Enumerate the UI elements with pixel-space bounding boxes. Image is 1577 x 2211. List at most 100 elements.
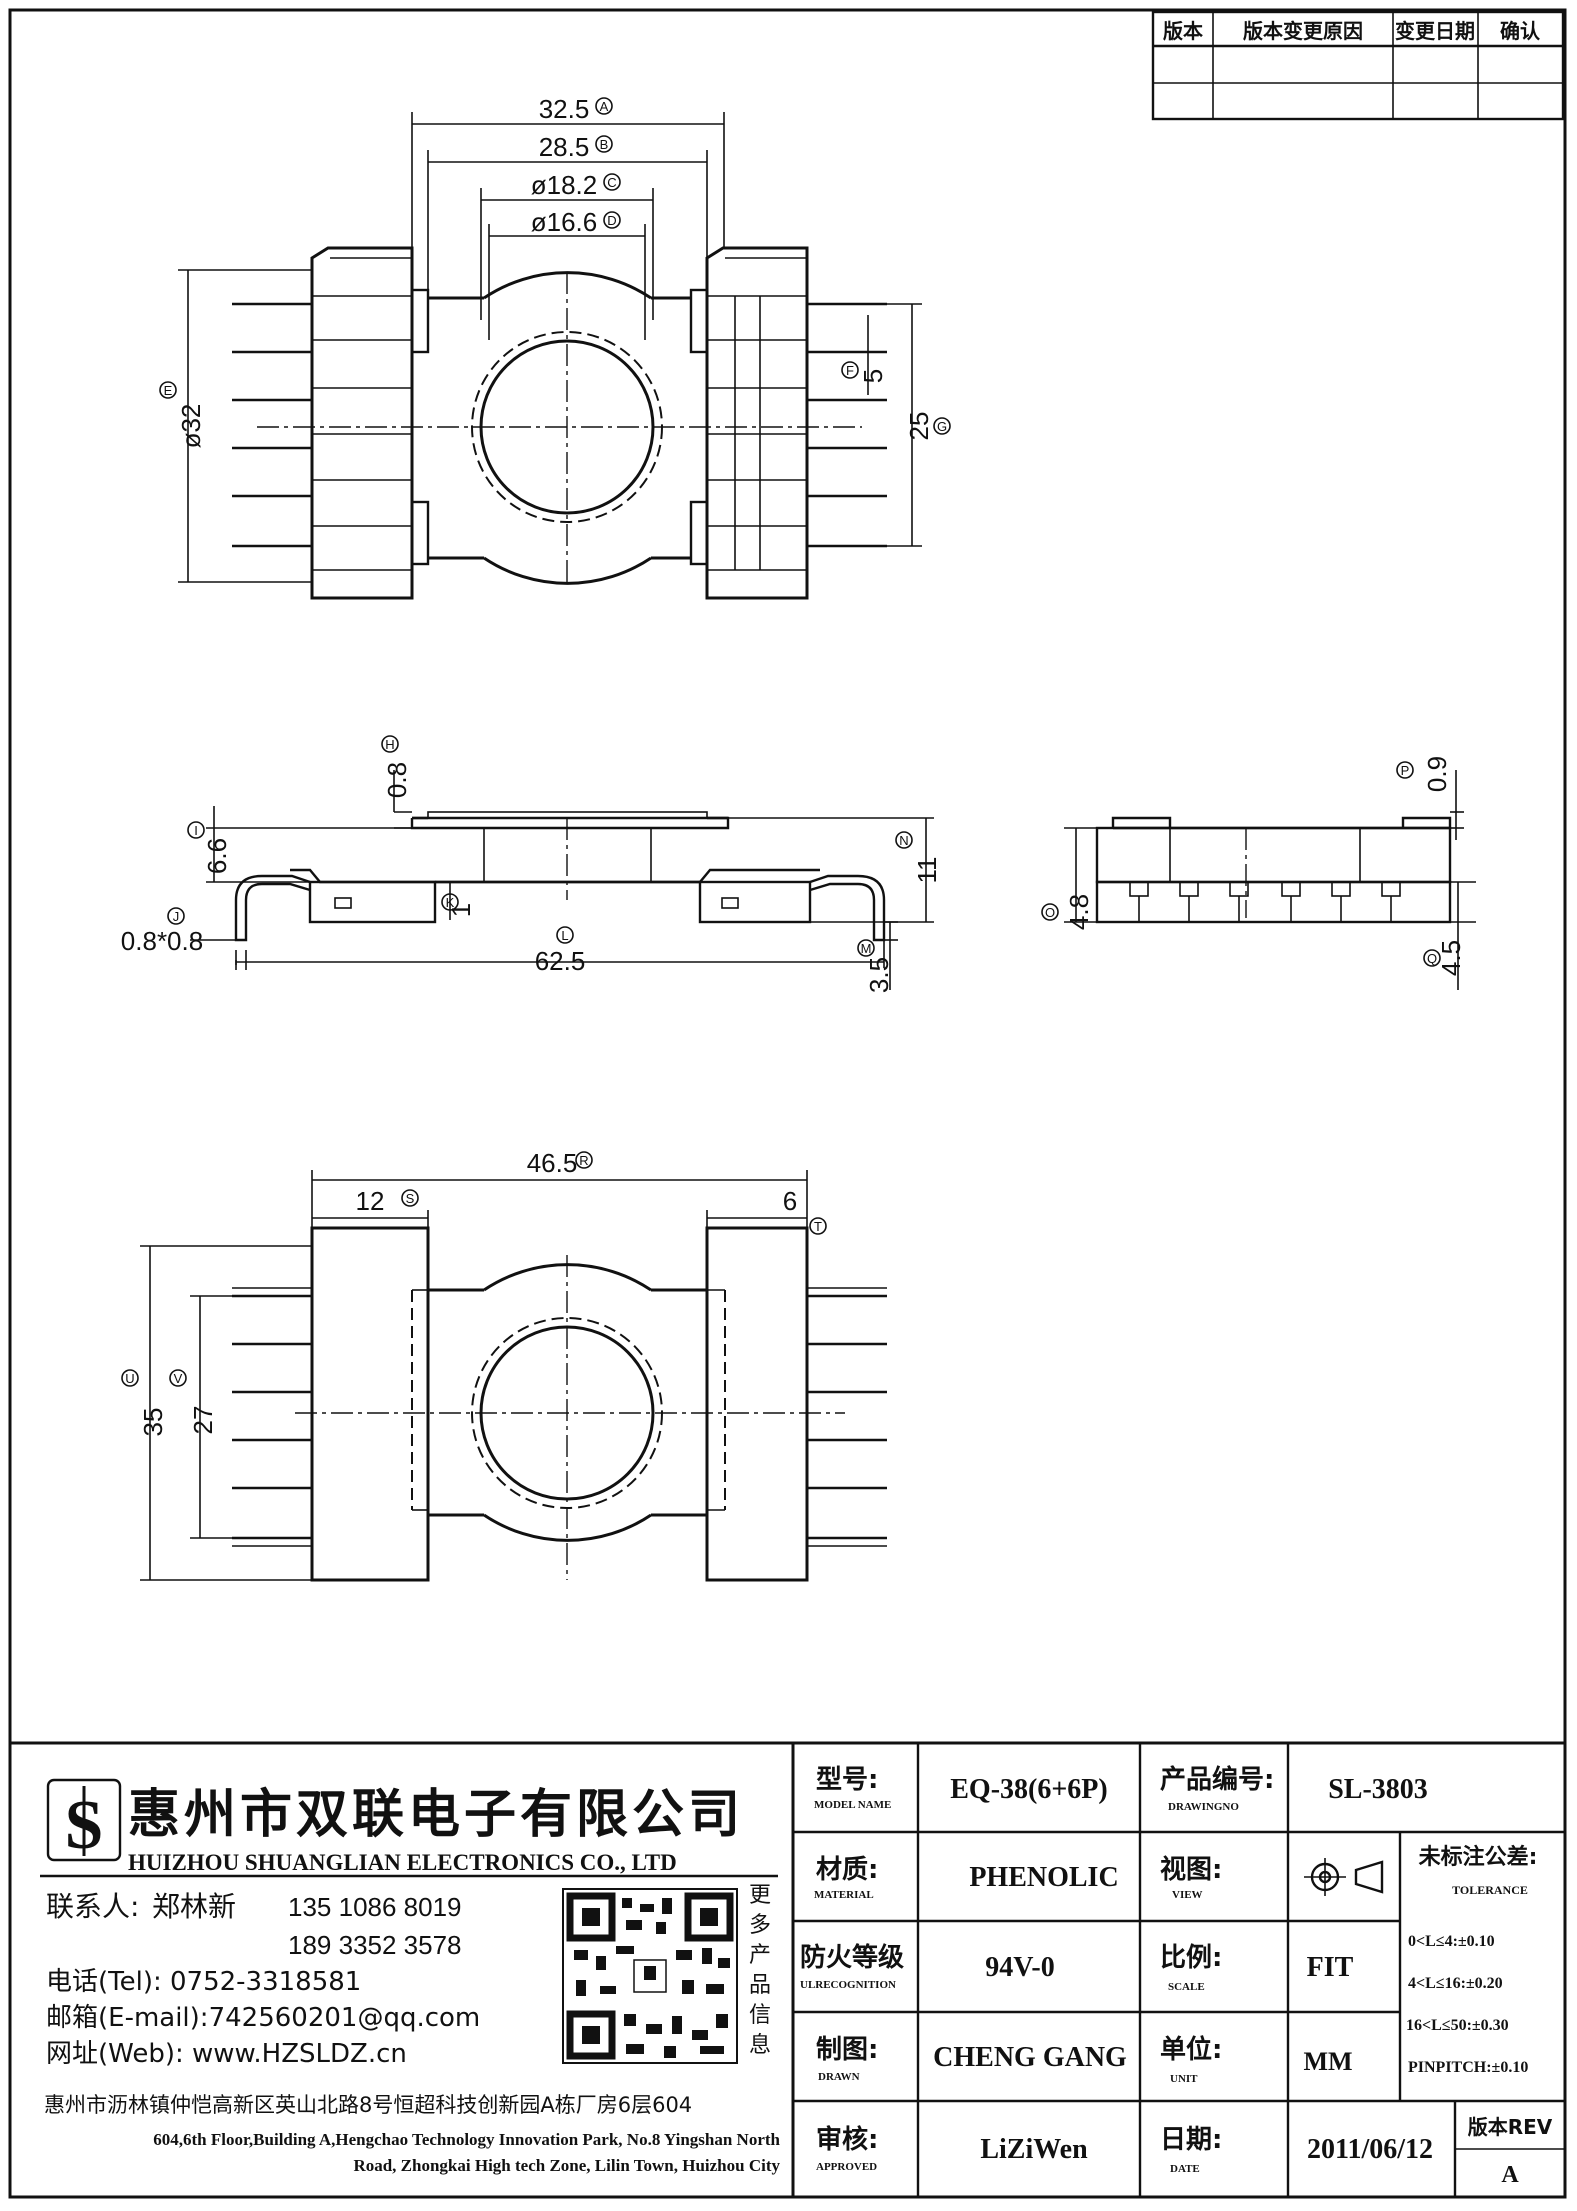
revision-table: 版本 版本变更原因 变更日期 确认 bbox=[1151, 10, 1565, 121]
svg-text:更: 更 bbox=[749, 1883, 771, 1908]
dim-p-tag: P bbox=[1401, 763, 1410, 778]
rev-header-version: 版本 bbox=[1163, 19, 1203, 43]
dim-j-tag: J bbox=[173, 909, 180, 924]
dim-v-tag: V bbox=[174, 1371, 183, 1386]
address-cn: 惠州市沥林镇仲恺高新区英山北路8号恒超科技创新园A栋厂房6层604 bbox=[44, 2093, 692, 2117]
dim-h-tag: H bbox=[385, 737, 394, 752]
dim-a-value: 32.5 bbox=[539, 94, 590, 124]
dim-g-value: 25 bbox=[904, 412, 934, 441]
side-view: 0.8 H 6.6 I 0.8*0.8 J 1 K 62.5 L 3.5 M 1… bbox=[121, 735, 942, 993]
unit-value: MM bbox=[1303, 2047, 1352, 2076]
tolerance-line-2: 4<L≤16:±0.20 bbox=[1408, 1975, 1503, 1992]
dim-t-value: 6 bbox=[783, 1186, 797, 1216]
first-angle-projection-icon bbox=[1304, 1858, 1384, 1896]
dim-s-value: 12 bbox=[356, 1186, 385, 1216]
dim-d-value: ø16.6 bbox=[531, 207, 598, 237]
model-value: EQ-38(6+6P) bbox=[950, 1774, 1108, 1805]
scale-label-en: SCALE bbox=[1168, 1981, 1205, 1993]
company-email: 邮箱(E-mail):742560201@qq.com bbox=[46, 2003, 480, 2033]
sheet-border bbox=[8, 8, 1567, 2199]
drawing-no-label-en: DRAWINGNO bbox=[1168, 1801, 1239, 1813]
dim-j-value: 0.8*0.8 bbox=[121, 926, 203, 956]
company-logo: S bbox=[46, 1778, 122, 1864]
top-view: 32.5 A 28.5 B ø18.2 C ø16.6 D ø32 E 5 F … bbox=[159, 94, 951, 600]
dim-i-value: 6.6 bbox=[202, 838, 232, 874]
dim-u-value: 35 bbox=[138, 1408, 168, 1437]
dim-v-value: 27 bbox=[188, 1406, 218, 1435]
drawn-label-cn: 制图: bbox=[816, 2035, 878, 2065]
drawing-no-label-cn: 产品编号: bbox=[1160, 1764, 1274, 1795]
model-label-en: MODEL NAME bbox=[814, 1799, 891, 1811]
company-web: 网址(Web): www.HZSLDZ.cn bbox=[46, 2039, 407, 2069]
dim-a-tag: A bbox=[600, 99, 609, 114]
end-view: 0.9 P 4.8 O 4.5 Q bbox=[1041, 756, 1476, 990]
svg-text:产: 产 bbox=[749, 1943, 771, 1968]
approved-label-cn: 审核: bbox=[816, 2124, 878, 2155]
material-label-cn: 材质: bbox=[816, 1855, 878, 1885]
svg-text:多: 多 bbox=[749, 1913, 771, 1938]
contact-phone-2: 189 3352 3578 bbox=[288, 1930, 462, 1960]
company-block: S 惠州市双联电子有限公司 HUIZHOU SHUANGLIAN ELECTRO… bbox=[10, 1741, 1565, 2197]
dim-g-tag: G bbox=[937, 419, 947, 434]
tolerance-label-cn: 未标注公差: bbox=[1419, 1844, 1538, 1870]
unit-label-en: UNIT bbox=[1170, 2073, 1198, 2085]
dim-e-value: ø32 bbox=[176, 404, 206, 449]
unit-label-cn: 单位: bbox=[1160, 2034, 1222, 2065]
dim-d-tag: D bbox=[607, 213, 616, 228]
company-tel: 电话(Tel): 0752-3318581 bbox=[46, 1967, 361, 1997]
dim-s-tag: S bbox=[406, 1191, 415, 1206]
date-label-en: DATE bbox=[1170, 2163, 1200, 2175]
dim-m-value: 3.5 bbox=[864, 957, 894, 993]
address-en-1: 604,6th Floor,Building A,Hengchao Techno… bbox=[153, 2130, 780, 2149]
dim-h-value: 0.8 bbox=[382, 762, 412, 798]
address-en-2: Road, Zhongkai High tech Zone, Lilin Tow… bbox=[353, 2156, 780, 2175]
model-label-cn: 型号: bbox=[816, 1765, 878, 1795]
approved-label-en: APPROVED bbox=[816, 2161, 877, 2173]
flame-label-cn: 防火等级 bbox=[800, 1942, 904, 1973]
date-label-cn: 日期: bbox=[1160, 2125, 1222, 2155]
material-label-en: MATERIAL bbox=[814, 1889, 874, 1901]
dim-b-value: 28.5 bbox=[539, 132, 590, 162]
contact-label: 联系人: bbox=[46, 1890, 139, 1923]
view-label-en: VIEW bbox=[1172, 1889, 1203, 1901]
tolerance-label-en: TOLERANCE bbox=[1452, 1883, 1528, 1897]
dim-r-tag: R bbox=[579, 1153, 588, 1168]
contact-name: 郑林新 bbox=[152, 1890, 236, 1923]
dim-e-tag: E bbox=[164, 383, 173, 398]
flame-label-en: ULRECOGNITION bbox=[800, 1979, 896, 1991]
scale-label-cn: 比例: bbox=[1160, 1943, 1222, 1973]
qr-side-text: 更 多 产 品 信 息 bbox=[749, 1883, 771, 2058]
dim-n-tag: N bbox=[899, 833, 908, 848]
scale-value: FIT bbox=[1307, 1952, 1354, 1983]
company-name-cn: 惠州市双联电子有限公司 bbox=[128, 1785, 744, 1845]
dim-k-value: 1 bbox=[446, 903, 476, 917]
dim-b-tag: B bbox=[600, 137, 609, 152]
tolerance-line-4: PINPITCH:±0.10 bbox=[1408, 2059, 1528, 2076]
dim-k-tag: K bbox=[446, 895, 455, 910]
rev-header-date: 变更日期 bbox=[1395, 19, 1475, 43]
drawing-no-value: SL-3803 bbox=[1328, 1774, 1428, 1805]
title-block: 型号: MODEL NAME EQ-38(6+6P) 产品编号: DRAWING… bbox=[793, 1743, 1565, 2197]
contact-phone-1: 135 1086 8019 bbox=[288, 1892, 462, 1922]
dim-o-tag: O bbox=[1045, 905, 1055, 920]
rev-header-reason: 版本变更原因 bbox=[1243, 19, 1363, 43]
svg-text:品: 品 bbox=[749, 1973, 771, 1998]
dim-c-value: ø18.2 bbox=[531, 170, 598, 200]
dim-l-tag: L bbox=[561, 928, 568, 943]
svg-text:息: 息 bbox=[749, 2033, 771, 2058]
tolerance-line-1: 0<L≤4:±0.10 bbox=[1408, 1933, 1495, 1950]
dim-o-value: 4.8 bbox=[1064, 894, 1094, 930]
svg-text:信: 信 bbox=[749, 2003, 771, 2028]
drawn-label-en: DRAWN bbox=[818, 2071, 860, 2083]
dim-u-tag: U bbox=[125, 1371, 134, 1386]
rev-label: 版本REV bbox=[1468, 2115, 1553, 2139]
dim-m-tag: M bbox=[861, 941, 872, 956]
company-name-en: HUIZHOU SHUANGLIAN ELECTRONICS CO., LTD bbox=[128, 1850, 677, 1875]
dim-t-tag: T bbox=[814, 1219, 822, 1234]
qr-code bbox=[562, 1888, 738, 2064]
dim-f-tag: F bbox=[846, 363, 854, 378]
dim-f-value: 5 bbox=[858, 369, 888, 383]
rev-header-confirm: 确认 bbox=[1500, 19, 1541, 43]
dim-r-value: 46.5 bbox=[527, 1148, 578, 1178]
